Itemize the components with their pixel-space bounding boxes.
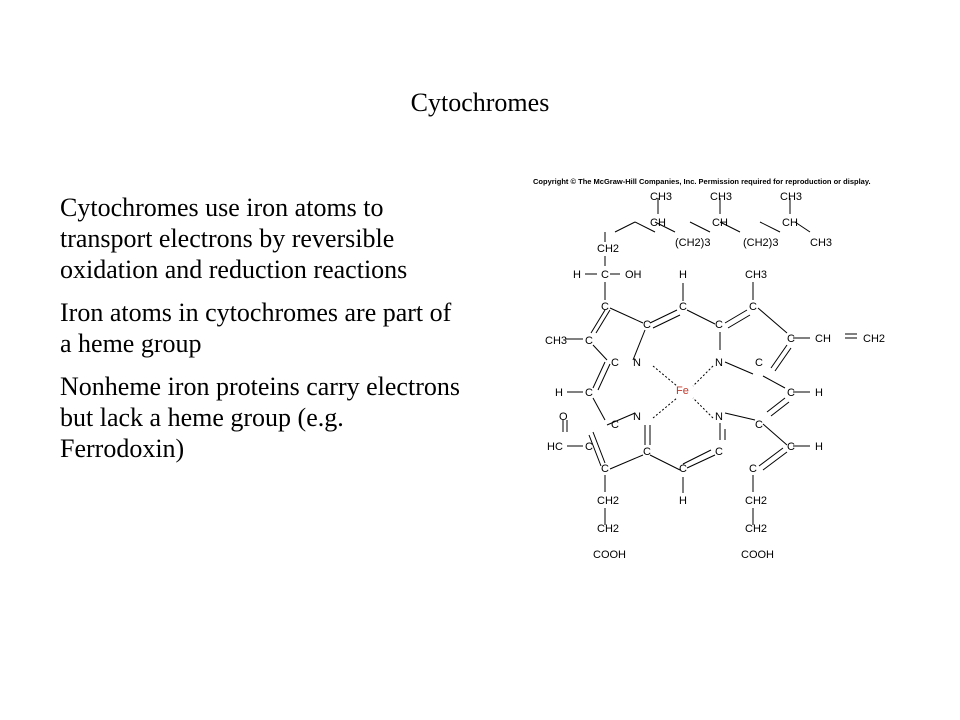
atom-label: (CH2)3 <box>743 237 778 249</box>
atom-label: CH2 <box>597 495 619 507</box>
atom-label: C <box>749 301 757 313</box>
bonds <box>562 198 857 525</box>
slide-body: Cytochromes use iron atoms to transport … <box>60 192 460 476</box>
atom-label: CH <box>712 217 728 229</box>
atom-label: C <box>585 387 593 399</box>
atom-label: OH <box>625 269 642 281</box>
atom-label: H <box>815 441 823 453</box>
atom-label: C <box>601 301 609 313</box>
atom-label: CH2 <box>863 333 885 345</box>
atom-label: H <box>679 269 687 281</box>
atom-label: C <box>643 319 651 331</box>
atom-label: CH3 <box>745 269 767 281</box>
atom-label: CH3 <box>545 335 567 347</box>
atom-label: C <box>601 463 609 475</box>
atom-label: H <box>573 269 581 281</box>
atom-label: C <box>715 319 723 331</box>
atom-label: CH2 <box>597 523 619 535</box>
atom-label: C <box>585 335 593 347</box>
atom-label: H <box>679 495 687 507</box>
paragraph-cytochromes-use-iron: Cytochromes use iron atoms to transport … <box>60 193 408 284</box>
copyright-notice: Copyright © The McGraw-Hill Companies, I… <box>533 177 871 186</box>
atom-label: CH3 <box>810 237 832 249</box>
atom-label: O <box>559 411 568 423</box>
atom-label: N <box>633 357 641 369</box>
atom-label: N <box>633 411 641 423</box>
atom-label: C <box>585 441 593 453</box>
atom-label: CH <box>815 333 831 345</box>
atom-label: COOH <box>741 549 774 561</box>
atom-label: C <box>611 419 619 431</box>
atom-label: H <box>815 387 823 399</box>
atom-label: CH <box>782 217 798 229</box>
atom-label: CH <box>650 217 666 229</box>
iron-atom: Fe <box>676 385 689 397</box>
atom-label: C <box>749 463 757 475</box>
atom-label: C <box>755 357 763 369</box>
atom-label: C <box>787 387 795 399</box>
atom-label: CH3 <box>780 191 802 203</box>
atom-label: C <box>679 463 687 475</box>
atom-label: HC <box>547 441 563 453</box>
atom-label: C <box>787 441 795 453</box>
atom-label: CH3 <box>650 191 672 203</box>
atom-label: H <box>555 387 563 399</box>
atom-label: C <box>643 446 651 458</box>
atom-label: N <box>715 357 723 369</box>
atom-label: C <box>611 357 619 369</box>
atom-label: C <box>601 269 609 281</box>
heme-structure-diagram: Copyright © The McGraw-Hill Companies, I… <box>525 170 900 570</box>
atom-label: C <box>755 419 763 431</box>
atom-label: (CH2)3 <box>675 237 710 249</box>
atom-label: CH2 <box>597 243 619 255</box>
atom-label: CH3 <box>710 191 732 203</box>
atom-label: CH2 <box>745 495 767 507</box>
paragraph-iron-heme-group: Iron atoms in cytochromes are part of a … <box>60 298 452 358</box>
atom-label: COOH <box>593 549 626 561</box>
paragraph-nonheme-iron: Nonheme iron proteins carry electrons bu… <box>60 372 460 463</box>
atom-label: C <box>679 301 687 313</box>
atom-labels: CH3 CH3 CH3 CH CH CH (CH2)3 (CH2)3 CH3 C… <box>545 191 885 561</box>
slide-title: Cytochromes <box>410 88 550 117</box>
atom-label: N <box>715 411 723 423</box>
atom-label: CH2 <box>745 523 767 535</box>
atom-label: C <box>715 446 723 458</box>
atom-label: C <box>787 333 795 345</box>
